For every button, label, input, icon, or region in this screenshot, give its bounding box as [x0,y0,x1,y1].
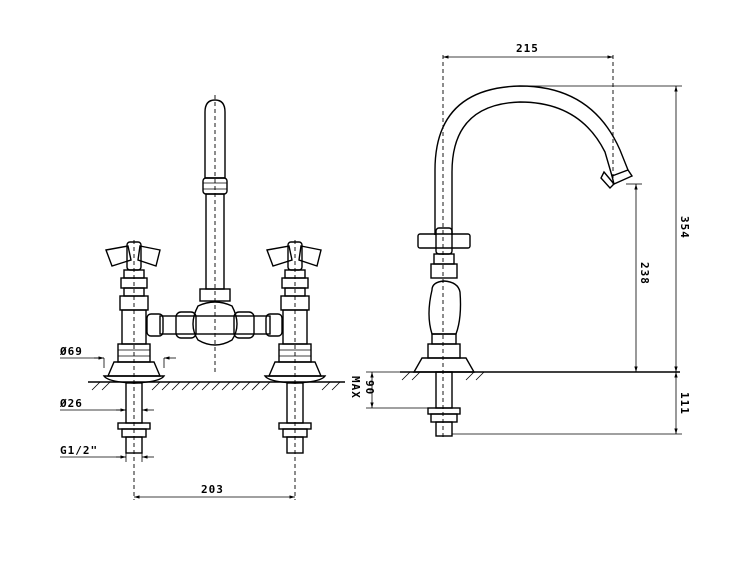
dim-label-d26: Ø26 [59,397,83,410]
side-view: 215 354 238 111 MAX 90 [349,42,691,440]
spout-front [199,99,231,302]
dim-label-spacing: 203 [201,483,224,496]
dim-label-deck-max: 90 [363,380,376,395]
dim-reach-215: 215 [443,42,613,59]
dim-label-reach: 215 [516,42,539,55]
dim-label-d69: Ø69 [59,345,83,358]
side-handle [417,227,471,255]
dim-height-238: 238 [626,183,651,372]
dim-height-354: 354 [520,85,691,372]
dim-label-max: MAX [349,376,362,399]
dim-label-spout-height: 238 [638,262,651,285]
dim-below-111: 111 [452,372,691,435]
dim-spacing-203: 203 [134,483,295,499]
left-valve [102,241,166,454]
dim-deck-max-90: MAX 90 [349,371,436,409]
side-body [412,253,476,437]
dim-diameter-26: Ø26 [59,397,154,412]
dim-label-below-deck: 111 [678,392,691,415]
right-valve [263,241,327,454]
dim-diameter-69: Ø69 [59,345,176,368]
dim-label-total-height: 354 [678,216,691,239]
dim-thread: G1/2" [60,444,154,462]
bridge-body [146,301,283,346]
dim-label-thread: G1/2" [60,444,98,457]
spout-side [434,85,634,235]
front-view: Ø69 Ø26 G1/2" 203 [59,95,345,500]
